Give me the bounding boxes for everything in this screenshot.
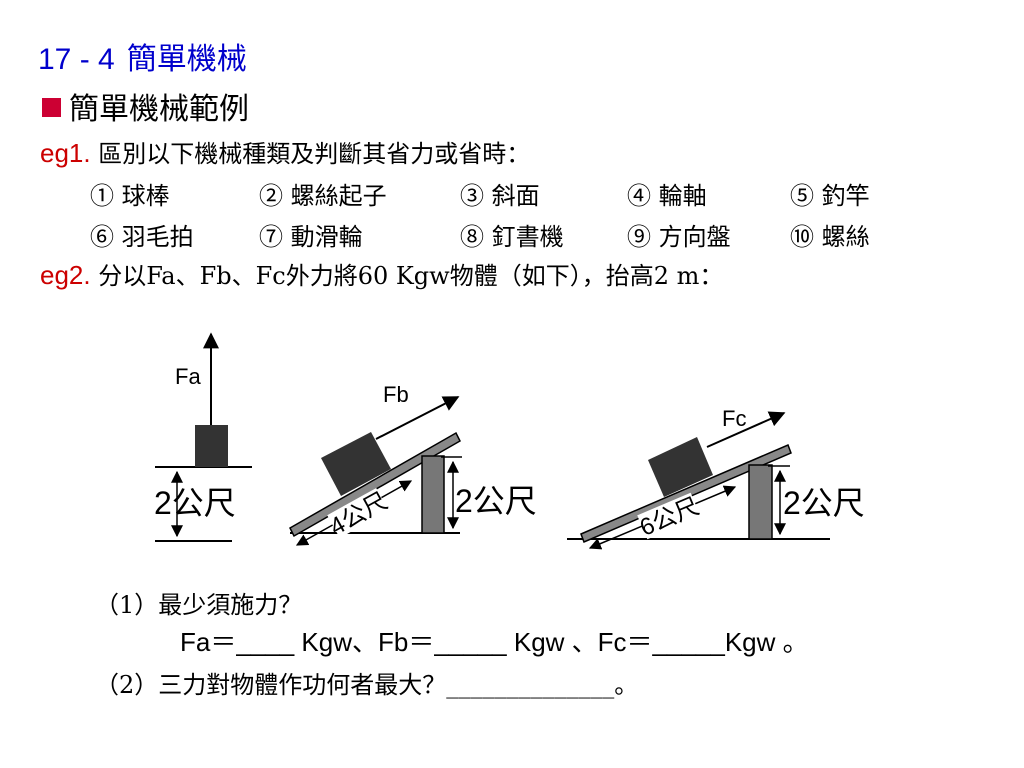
fc-label: Fc	[722, 406, 746, 431]
subtitle: 簡單機械範例	[42, 84, 249, 128]
eg1-item: ⑦ 動滑輪	[259, 223, 363, 251]
question-1-answer-line: Fa＝____ Kgw、Fb＝_____ Kgw 、Fc＝_____Kgw 。	[180, 627, 809, 657]
fb-label: Fb	[383, 382, 409, 407]
eg1-item: ⑧ 釘書機	[460, 223, 564, 251]
height-label-b: 2公尺	[455, 483, 537, 519]
eg1-item: ② 螺絲起子	[259, 182, 387, 210]
title-text: 簡單機械	[126, 42, 247, 77]
fa-label: Fa	[175, 364, 201, 389]
eg1-item: ⑥ 羽毛拍	[90, 223, 194, 251]
eg1-item: ④ 輪軸	[627, 182, 707, 210]
fb-arrow	[375, 396, 460, 440]
height-label-c: 2公尺	[783, 485, 865, 521]
eg1-line: eg1. 區別以下機械種類及判斷其省力或省時：	[40, 134, 530, 169]
square-bullet-icon	[42, 98, 61, 117]
eg2-tag: eg2.	[40, 260, 91, 290]
fc-arrow	[706, 411, 786, 448]
block-b	[321, 432, 391, 496]
support-post-b	[421, 455, 445, 534]
height-label-a: 2公尺	[154, 485, 236, 521]
eg1-item: ⑨ 方向盤	[627, 223, 731, 251]
block-a	[195, 425, 228, 467]
eg1-tag: eg1.	[40, 138, 91, 168]
question-1: （1）最少須施力？	[95, 591, 303, 619]
slope-6m-case: 2公尺 Fc 6公尺	[567, 406, 865, 550]
eg2-text: 分以Fa、Fb、Fc外力將60 Kgw物體（如下），抬高2 m：	[98, 262, 724, 290]
eg1-item: ⑩ 螺絲	[790, 223, 870, 251]
question-2: （2）三力對物體作功何者最大？______________。	[95, 671, 639, 699]
slope-4m-case: 2公尺 Fb 4公尺	[289, 382, 537, 546]
eg2-line: eg2. 分以Fa、Fb、Fc外力將60 Kgw物體（如下），抬高2 m：	[40, 256, 723, 291]
eg1-item: ③ 斜面	[460, 182, 540, 210]
vertical-lift-case: Fa 2公尺	[154, 332, 252, 542]
subtitle-text: 簡單機械範例	[69, 92, 249, 127]
block-c	[648, 437, 713, 497]
eg1-item: ⑤ 釣竿	[790, 182, 870, 210]
slide-title: 17 - 4 簡單機械	[38, 34, 247, 78]
title-number: 17 - 4	[38, 43, 115, 76]
eg1-text: 區別以下機械種類及判斷其省力或省時：	[98, 140, 531, 168]
eg1-item: ① 球棒	[90, 182, 170, 210]
support-post-c	[748, 464, 773, 540]
